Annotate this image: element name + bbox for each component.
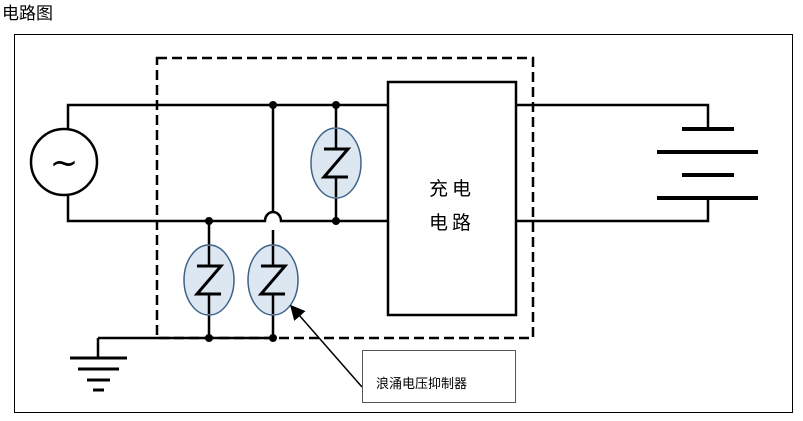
surge-suppressor-icon bbox=[183, 244, 235, 316]
callout-label: 浪涌电压抑制器 bbox=[376, 377, 468, 392]
wires bbox=[66, 103, 710, 358]
ground-lead-wire bbox=[96, 336, 157, 358]
callout-arrow bbox=[290, 304, 363, 388]
diagram-frame bbox=[14, 34, 793, 413]
charger-circuit-label: 充电 电路 bbox=[388, 172, 516, 240]
protection-module-boundary bbox=[155, 56, 535, 340]
junction-dots bbox=[205, 101, 340, 342]
surge-suppressor-icon bbox=[310, 127, 362, 199]
surge-suppressor-icon bbox=[247, 244, 299, 316]
ac-source-icon: ~ bbox=[29, 127, 99, 197]
callout-box bbox=[362, 350, 516, 403]
charger-circuit-block bbox=[386, 80, 518, 317]
charger-label-line2: 电路 bbox=[428, 212, 475, 234]
bottom-wire bbox=[66, 195, 388, 223]
battery-icon bbox=[657, 127, 758, 200]
ac-source-symbol: ~ bbox=[50, 143, 79, 183]
page-title: 电路图 bbox=[2, 4, 53, 24]
battery-positive-wire bbox=[516, 103, 710, 129]
battery-negative-wire bbox=[516, 198, 710, 223]
top-wire bbox=[66, 103, 388, 129]
ground-icon bbox=[70, 356, 127, 392]
charger-label-line1: 充电 bbox=[428, 178, 475, 200]
